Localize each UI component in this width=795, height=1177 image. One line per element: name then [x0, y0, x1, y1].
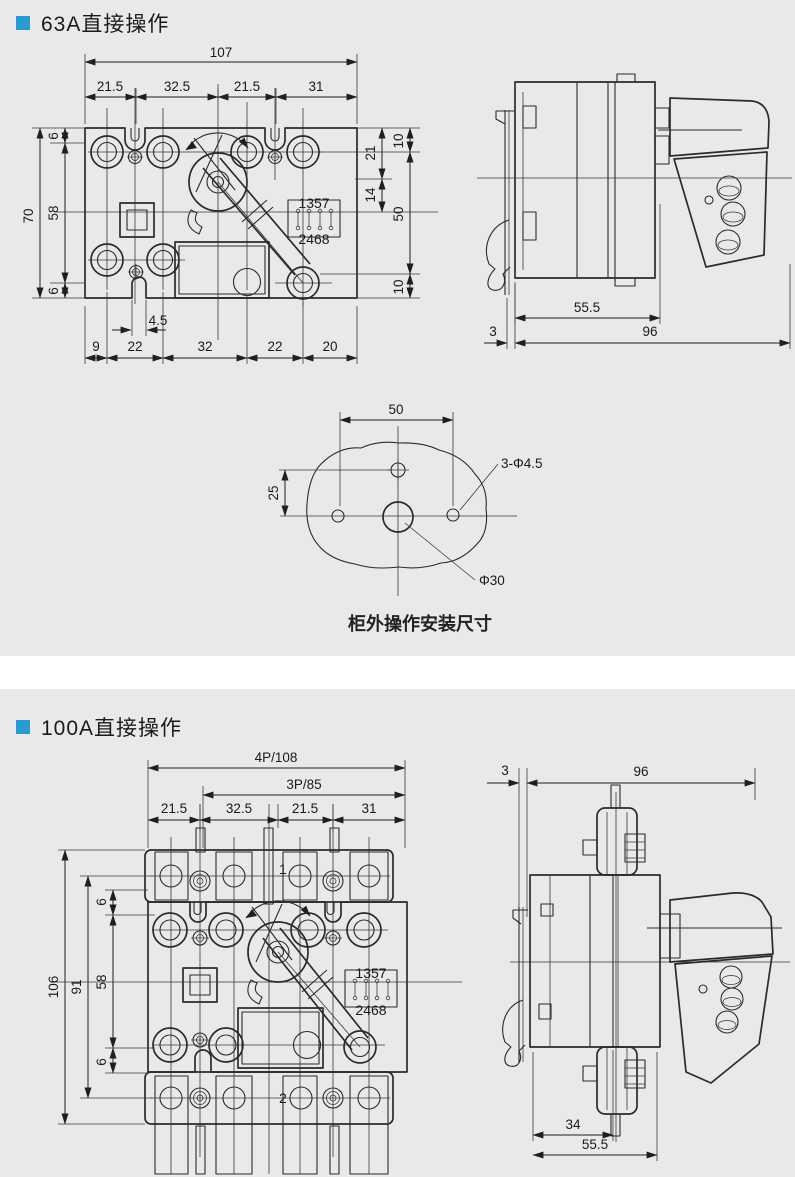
dim-21: 21: [363, 145, 378, 160]
label-3-phi-4-5: 3-Φ4.5: [501, 456, 543, 471]
dim-50: 50: [388, 402, 403, 417]
pins-top-label: 1357: [298, 195, 329, 211]
switch-body: 1357 2468: [84, 127, 358, 300]
switch-body-side: [529, 874, 661, 1048]
dim-3p-85: 3P/85: [286, 777, 321, 792]
dim-96: 96: [633, 764, 648, 779]
dim-55-5: 55.5: [582, 1137, 608, 1152]
centerlines: [50, 804, 462, 1174]
mounting-plate-outline: [306, 441, 488, 569]
switch-body-side: [514, 73, 656, 287]
dim-34: 34: [565, 1117, 581, 1132]
dimensions: 55.5 3 96: [484, 204, 791, 349]
drawing-63a-mounting-holes: 50 25 3-Φ4.5 Φ30: [266, 402, 543, 596]
din-rail-clip: [502, 907, 528, 1067]
handle-bracket: [647, 892, 782, 1084]
centerlines: [510, 792, 790, 1142]
dim-96: 96: [642, 324, 657, 339]
mechanism-lever: [245, 900, 369, 1051]
pins-top-label: 1357: [355, 965, 386, 981]
dim-70: 70: [21, 208, 36, 223]
dimensions-top: 3 96: [487, 763, 756, 917]
dim-21-5b: 21.5: [234, 79, 260, 94]
drawing-63a-front-view: 1357 2468 107 21.5 32.5 21.5 31: [21, 45, 438, 364]
dim-31: 31: [308, 79, 323, 94]
mechanism-lever: [185, 132, 311, 284]
dim-6-bot: 6: [46, 287, 61, 295]
dimensions-bottom: 34 55.5: [532, 1050, 658, 1161]
dim-31: 31: [361, 801, 376, 816]
bottom-terminal-strip: 2: [144, 1071, 394, 1175]
dim-21-5a: 21.5: [161, 801, 187, 816]
handle-square-hole: [119, 202, 155, 238]
dim-32: 32: [197, 339, 212, 354]
top-terminal: [582, 784, 646, 876]
pole-1-label: 1: [279, 861, 287, 877]
dimensions: 107 21.5 32.5 21.5 31 70 6 58 6 21 14: [21, 45, 420, 364]
section-header-100a: 100A直接操作: [16, 712, 182, 742]
dim-20: 20: [322, 339, 337, 354]
dim-107: 107: [210, 45, 233, 60]
dim-4p-108: 4P/108: [255, 750, 298, 765]
pins-bottom-label: 2468: [298, 231, 329, 247]
dim-21-5a: 21.5: [97, 79, 123, 94]
dim-22b: 22: [267, 339, 282, 354]
dim-25: 25: [266, 485, 281, 500]
aux-terminal-block: 1357 2468: [344, 965, 398, 1018]
pin-symbols: [352, 978, 391, 1001]
inner-box: [174, 241, 270, 299]
mount-caption: 柜外操作安装尺寸: [348, 614, 492, 634]
dim-3: 3: [501, 763, 509, 778]
dim-106: 106: [46, 976, 61, 999]
dim-58: 58: [94, 974, 109, 989]
screw-holes: [127, 149, 283, 280]
dim-58: 58: [46, 205, 61, 220]
bottom-terminal: [582, 1046, 646, 1137]
section-bullet-icon: [16, 16, 30, 30]
pin-symbols: [295, 208, 334, 231]
handle-bracket: [654, 97, 770, 268]
section-divider: [0, 656, 795, 689]
drawing-100a-front-view: 1: [46, 750, 462, 1175]
pins-bottom-label: 2468: [355, 1002, 386, 1018]
dim-9: 9: [92, 339, 100, 354]
dim-10-bot: 10: [391, 279, 406, 294]
centerlines: [55, 84, 438, 340]
dim-50: 50: [391, 206, 406, 221]
switch-body: 1357 2468: [147, 900, 408, 1073]
terminal-circles-bottom: [90, 243, 320, 300]
dim-6-bot: 6: [94, 1058, 109, 1066]
pole-2-label: 2: [279, 1090, 287, 1106]
dimensions: 4P/108 3P/85 21.5 32.5 21.5 31 106 91 6 …: [46, 750, 406, 1125]
drawing-100a-side-view: 3 96: [487, 763, 790, 1161]
section-title: 100A直接操作: [41, 717, 183, 740]
dim-3: 3: [489, 324, 497, 339]
label-phi-30: Φ30: [479, 573, 505, 588]
dim-22a: 22: [127, 339, 142, 354]
dim-6-top: 6: [94, 898, 109, 906]
din-rail-clip: [485, 110, 514, 295]
dim-91: 91: [69, 979, 84, 994]
dim-55-5: 55.5: [574, 300, 600, 315]
dim-6-top: 6: [46, 132, 61, 140]
section-title: 63A直接操作: [41, 13, 170, 36]
section-header-63a: 63A直接操作: [16, 8, 169, 38]
dim-21-5b: 21.5: [292, 801, 318, 816]
dimensions: 50 25 3-Φ4.5 Φ30: [266, 402, 543, 588]
section-bullet-icon: [16, 720, 30, 734]
centerlines: [280, 426, 517, 596]
terminal-circles-top: [90, 135, 320, 169]
dim-14: 14: [363, 187, 378, 203]
dim-32-5: 32.5: [226, 801, 252, 816]
drawing-63a-side-view: 55.5 3 96: [477, 73, 792, 349]
dim-4-5: 4.5: [149, 313, 168, 328]
dim-32-5: 32.5: [164, 79, 190, 94]
aux-terminal-block: 1357 2468: [287, 195, 341, 247]
dim-10-top: 10: [391, 133, 406, 148]
